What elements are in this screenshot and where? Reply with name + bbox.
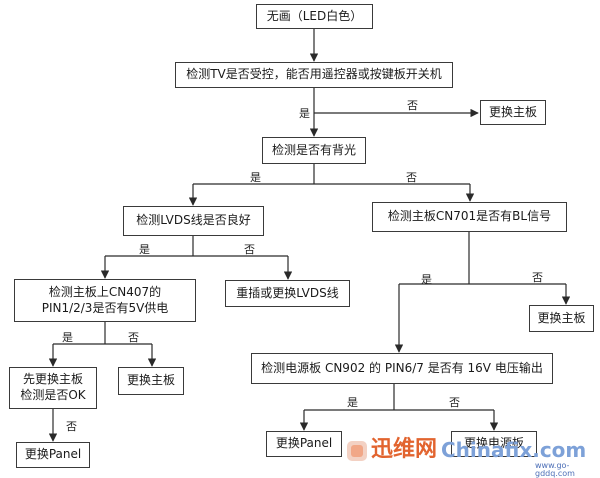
watermark-url: www.go-gddq.com [535, 461, 575, 478]
node-replace-panel-2: 更换Panel [266, 431, 342, 457]
watermark-logo: 迅维网 Chinafix.com www.go-gddq.com [345, 432, 597, 478]
node-check-lvds-text: 检测LVDS线是否良好 [136, 213, 251, 228]
node-check-psu-cn902: 检测电源板 CN902 的 PIN6/7 是否有 16V 电压输出 [251, 353, 553, 384]
label-yes-n7: 是 [62, 331, 73, 344]
node-replace-mainboard-then-check-line1: 先更换主板 [22, 372, 83, 387]
node-replace-mainboard-1: 更换主板 [480, 100, 546, 125]
label-no-n4: 否 [406, 171, 417, 184]
node-check-backlight: 检测是否有背光 [262, 137, 366, 164]
node-replug-lvds-text: 重插或更换LVDS线 [236, 285, 339, 300]
label-no-n7: 否 [128, 331, 139, 344]
node-replace-panel-2-text: 更换Panel [275, 436, 333, 451]
node-replace-mainboard-then-check-text: 先更换主板 检测是否OK [20, 372, 85, 403]
label-no-n11: 否 [66, 420, 77, 433]
watermark-en: Chinafix.com [441, 438, 587, 462]
node-check-tv-control: 检测TV是否受控，能否用遥控器或按键板开关机 [175, 62, 453, 88]
node-check-cn407-line1: 检测主板上CN407的 [48, 284, 162, 299]
node-replug-lvds: 重插或更换LVDS线 [225, 280, 350, 307]
node-check-lvds: 检测LVDS线是否良好 [123, 206, 264, 236]
node-check-cn701: 检测主板CN701是否有BL信号 [372, 202, 567, 232]
label-yes-n5: 是 [139, 243, 150, 256]
label-no-n12: 否 [449, 396, 460, 409]
node-replace-mainboard-3: 更换主板 [529, 305, 594, 332]
node-replace-psu: 更换电源板 [451, 431, 537, 457]
label-no-n2: 否 [407, 99, 418, 112]
label-no-n5: 否 [244, 243, 255, 256]
node-check-cn407: 检测主板上CN407的 PIN1/2/3是否有5V供电 [14, 279, 196, 322]
node-check-tv-control-text: 检测TV是否受控，能否用遥控器或按键板开关机 [186, 67, 442, 82]
node-replace-mainboard-then-check: 先更换主板 检测是否OK [9, 367, 97, 409]
label-yes-n6: 是 [421, 273, 432, 286]
node-check-cn407-text: 检测主板上CN407的 PIN1/2/3是否有5V供电 [42, 285, 169, 316]
label-yes-n2: 是 [299, 107, 310, 120]
node-replace-mainboard-2-text: 更换主板 [126, 373, 175, 388]
watermark-logo-icon [347, 441, 367, 461]
node-replace-mainboard-then-check-line2: 检测是否OK [20, 388, 86, 402]
node-replace-panel-1: 更换Panel [16, 442, 90, 468]
node-check-cn407-line2: PIN1/2/3是否有5V供电 [41, 300, 169, 315]
node-check-psu-cn902-text: 检测电源板 CN902 的 PIN6/7 是否有 16V 电压输出 [261, 360, 543, 375]
node-replace-panel-1-text: 更换Panel [24, 447, 82, 462]
label-yes-n4: 是 [250, 171, 261, 184]
node-replace-mainboard-1-text: 更换主板 [488, 104, 537, 119]
node-check-cn701-text: 检测主板CN701是否有BL信号 [387, 209, 552, 224]
label-yes-n12: 是 [347, 396, 358, 409]
label-no-n6: 否 [532, 271, 543, 284]
node-replace-mainboard-3-text: 更换主板 [537, 310, 586, 325]
watermark-cn: 迅维网 [371, 437, 438, 462]
node-replace-psu-text: 更换电源板 [463, 436, 524, 451]
node-replace-mainboard-2: 更换主板 [118, 367, 184, 395]
node-no-picture-text: 无画（LED白色） [266, 8, 363, 23]
node-check-backlight-text: 检测是否有背光 [271, 142, 356, 157]
node-no-picture: 无画（LED白色） [256, 4, 373, 29]
